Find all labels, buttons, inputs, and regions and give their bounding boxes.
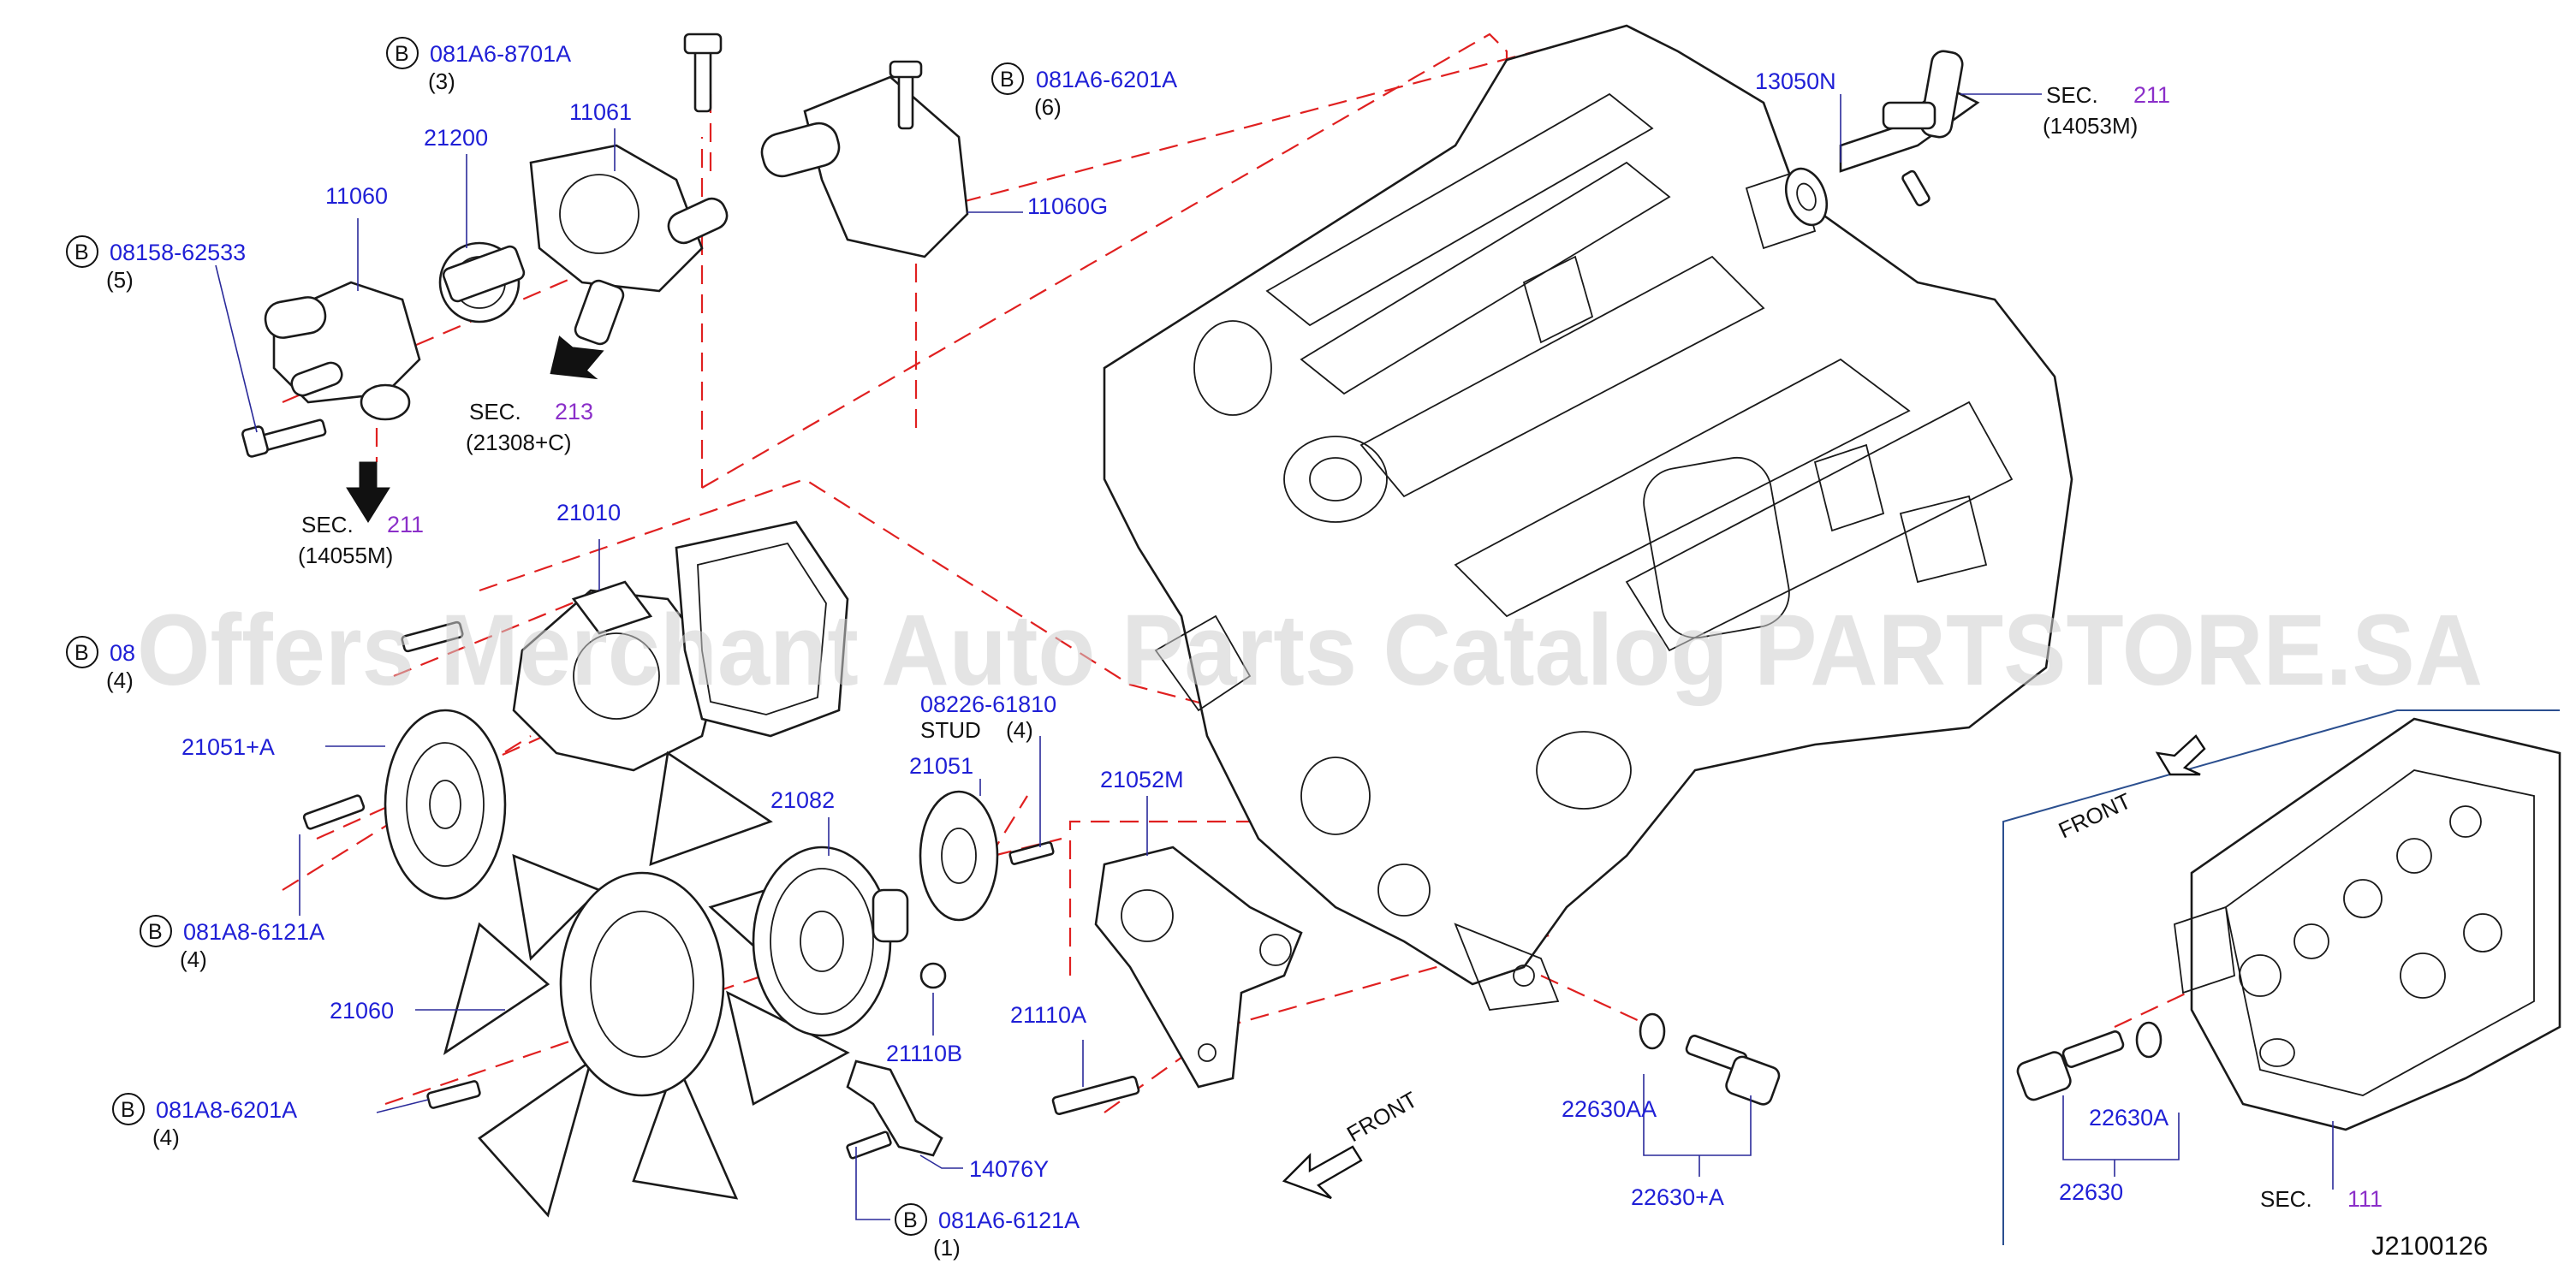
part-081A8-6201A[interactable]: B 081A8-6201A (4) (112, 1093, 297, 1150)
part-21052M[interactable]: 21052M (1100, 767, 1184, 792)
front-label: FRONT (1342, 1086, 1422, 1147)
sec-prefix: SEC. (301, 512, 354, 537)
thermostat-housing-group (241, 33, 969, 523)
watermark-text: Offers Merchant Auto Parts Catalog PARTS… (137, 594, 2483, 707)
part-08-obscured[interactable]: B 08 (4) (66, 636, 135, 693)
part-number[interactable]: 08226-61810 (920, 691, 1056, 717)
section-ref-211-14055M[interactable]: SEC. 211 (14055M) (298, 512, 424, 568)
part-qty: (4) (180, 947, 207, 972)
section-ref-213-21308C[interactable]: SEC. 213 (21308+C) (466, 399, 593, 455)
stud-qty: (4) (1006, 717, 1033, 743)
part-21110A[interactable]: 21110A (1010, 1002, 1086, 1028)
part-21060[interactable]: 21060 (330, 998, 394, 1024)
part-08158-62533[interactable]: B 08158-62533 (5) (66, 235, 246, 293)
part-11060G[interactable]: 11060G (1027, 193, 1108, 219)
part-22630A[interactable]: 22630A (2089, 1105, 2168, 1131)
part-number[interactable]: 081A8-6201A (156, 1097, 297, 1123)
part-qty: (1) (933, 1235, 961, 1261)
part-081A8-6121A[interactable]: B 081A8-6121A (4) (140, 915, 324, 972)
part-21051[interactable]: 21051 (909, 753, 973, 779)
sec-prefix: SEC. (2046, 82, 2098, 108)
part-number[interactable]: 08158-62533 (110, 240, 246, 265)
part-qty: (5) (106, 267, 134, 293)
sec-prefix: SEC. (2260, 1186, 2312, 1212)
bolt-marker: B (395, 42, 409, 66)
part-qty: (4) (152, 1125, 180, 1150)
part-qty: (6) (1034, 94, 1062, 120)
part-22630AA[interactable]: 22630AA (1562, 1096, 1657, 1122)
sec-sub: (14055M) (298, 543, 393, 568)
section-ref-111[interactable]: SEC. 111 (2260, 1186, 2383, 1212)
part-081A6-6121A[interactable]: B 081A6-6121A (1) (895, 1203, 1080, 1261)
part-21051A[interactable]: 21051+A (181, 734, 275, 760)
part-labels: B 081A6-8701A (3) 11061 21200 11060 B 08… (66, 37, 2488, 1261)
sec-prefix: SEC. (469, 399, 521, 424)
part-14076Y[interactable]: 14076Y (969, 1156, 1049, 1182)
part-21110B[interactable]: 21110B (886, 1041, 962, 1066)
part-11060[interactable]: 11060 (325, 183, 388, 209)
bolt-marker: B (148, 920, 163, 944)
stud-label: STUD (920, 717, 981, 743)
section-ref-211-14053M[interactable]: SEC. 211 (14053M) (2043, 82, 2170, 139)
sec-number[interactable]: 111 (2347, 1186, 2383, 1212)
water-pump-fan-group (302, 520, 1303, 1218)
part-21200[interactable]: 21200 (424, 125, 488, 151)
part-number[interactable]: 081A6-6121A (938, 1208, 1080, 1233)
sec-number[interactable]: 211 (387, 512, 424, 537)
part-081A6-6201A[interactable]: B 081A6-6201A (6) (991, 62, 1177, 120)
part-number[interactable]: 081A6-6201A (1036, 67, 1177, 92)
front-arrow-main: FRONT (1282, 1086, 1422, 1200)
sec-sub: (21308+C) (466, 430, 572, 455)
part-22630A-plus[interactable]: 22630+A (1631, 1184, 1724, 1210)
bolt-marker: B (74, 641, 89, 665)
bolt-marker: B (903, 1208, 918, 1232)
temperature-sensor-group (1639, 1012, 2163, 1106)
water-pipe-group (1784, 50, 1980, 227)
part-13050N[interactable]: 13050N (1755, 68, 1836, 94)
sec-number[interactable]: 213 (555, 399, 593, 424)
bolt-marker: B (1000, 68, 1014, 92)
part-081A6-8701A[interactable]: B 081A6-8701A (3) (386, 37, 571, 94)
leader-lines (215, 93, 2334, 1220)
part-08226-61810[interactable]: 08226-61810 STUD (4) (920, 691, 1056, 743)
front-arrow-inset: FRONT (2055, 734, 2206, 843)
part-21010[interactable]: 21010 (556, 500, 621, 525)
part-number[interactable]: 08 (110, 640, 135, 666)
part-qty: (4) (106, 668, 134, 693)
part-22630[interactable]: 22630 (2059, 1179, 2123, 1205)
sec-number[interactable]: 211 (2133, 82, 2170, 108)
engine-block-illustration (1103, 24, 2073, 1011)
part-21082[interactable]: 21082 (770, 787, 835, 813)
part-11061[interactable]: 11061 (569, 99, 632, 125)
part-number[interactable]: 081A8-6121A (183, 919, 324, 945)
part-qty: (3) (428, 68, 455, 94)
diagram-code: J2100126 (2371, 1231, 2488, 1261)
bolt-marker: B (121, 1098, 135, 1122)
inset-cylinder-head (2002, 709, 2561, 1245)
bolt-marker: B (74, 240, 89, 264)
part-number[interactable]: 081A6-8701A (430, 41, 571, 67)
sec-sub: (14053M) (2043, 113, 2138, 139)
